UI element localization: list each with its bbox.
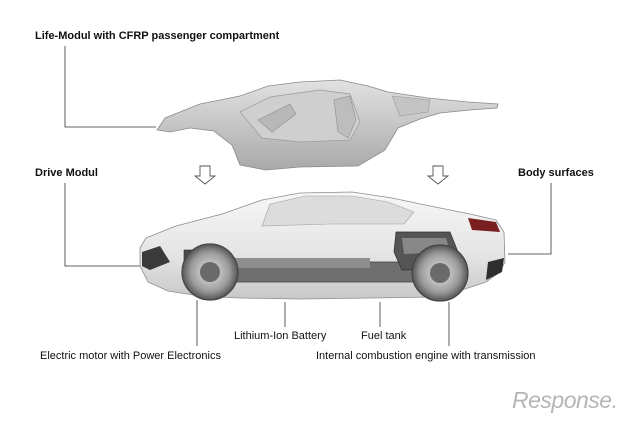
down-arrow-icon (193, 165, 217, 185)
leader-drive-modul (64, 183, 158, 267)
response-watermark-logo: Response. (512, 387, 618, 413)
leader-life-modul (64, 46, 156, 128)
label-body-surfaces: Body surfaces (518, 167, 594, 179)
car-illustration (139, 191, 506, 302)
label-life-modul: Life-Modul with CFRP passenger compartme… (35, 30, 280, 42)
down-arrow-icon (426, 165, 450, 185)
life-module-illustration (156, 79, 499, 171)
label-battery: Lithium-Ion Battery (234, 330, 327, 342)
label-combustion-engine: Internal combustion engine with transmis… (316, 350, 536, 362)
label-fuel-tank: Fuel tank (361, 330, 407, 342)
leader-body-surfaces (508, 183, 552, 255)
label-drive-modul: Drive Modul (35, 167, 98, 179)
leader-lines (64, 46, 552, 346)
label-electric-motor: Electric motor with Power Electronics (40, 350, 221, 362)
